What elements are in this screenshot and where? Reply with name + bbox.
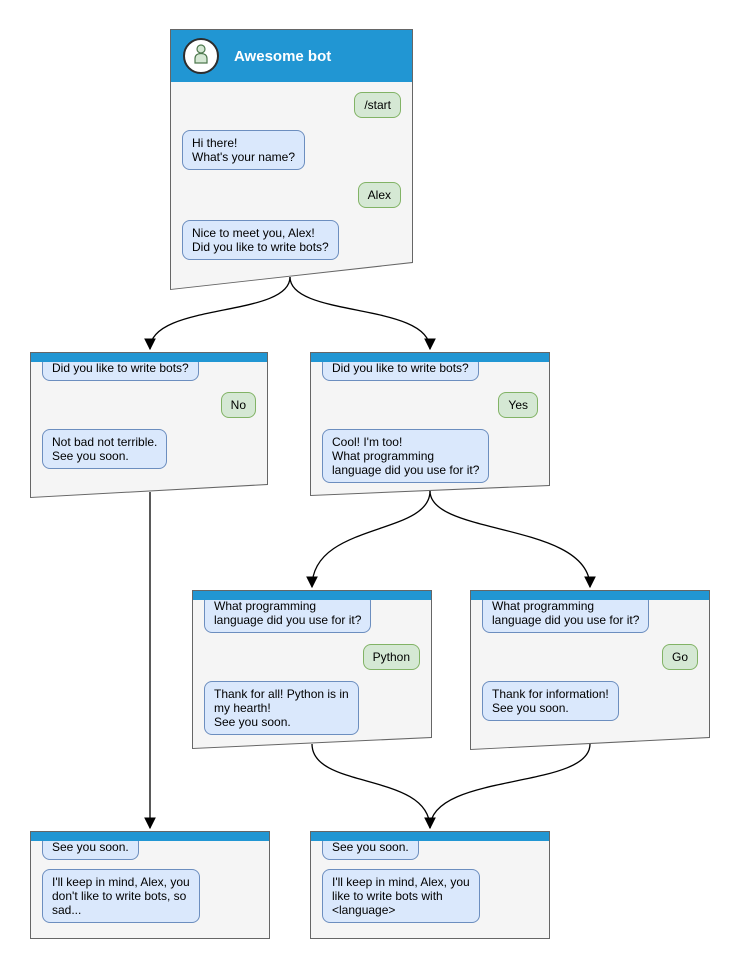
message-bubble-user: Python: [362, 644, 420, 670]
edge-go-to-end: [429, 743, 591, 829]
chat-window-branch-python: What programming language did you use fo…: [192, 590, 432, 749]
message-bubble-user: /start: [354, 92, 401, 118]
person-icon: [189, 42, 213, 71]
message-bubble-user: Go: [661, 644, 698, 670]
chat-window-main: Awesome bot /start Hi there! What's your…: [170, 29, 413, 290]
message-bubble-bot: Cool! I'm too! What programming language…: [322, 429, 490, 483]
edge-main-to-no: [144, 276, 291, 351]
message-bubble-bot: Thank for all! Python is in my hearth! S…: [204, 681, 359, 735]
edge-yes-to-go: [429, 490, 596, 589]
message-bubble-bot: I'll keep in mind, Alex, you don't like …: [42, 869, 200, 923]
window-titlebar: [31, 832, 269, 841]
edge-python-to-end: [311, 743, 436, 830]
window-body: See you soon. I'll keep in mind, Alex, y…: [311, 832, 549, 938]
window-body: What programming language did you use fo…: [471, 591, 709, 749]
message-bubble-bot: Nice to meet you, Alex! Did you like to …: [182, 220, 339, 260]
window-titlebar: [311, 832, 549, 841]
window-body: Did you like to write bots? No Not bad n…: [31, 353, 267, 497]
message-bubble-bot: I'll keep in mind, Alex, you like to wri…: [322, 869, 480, 923]
chat-window-branch-no: Did you like to write bots? No Not bad n…: [30, 352, 268, 498]
window-titlebar: [31, 353, 267, 362]
message-bubble-bot: See you soon.: [42, 834, 139, 860]
message-bubble-user: No: [220, 392, 256, 418]
edge-yes-to-python: [306, 490, 431, 589]
window-title: Awesome bot: [234, 47, 332, 65]
message-bubble-user: Yes: [498, 392, 538, 418]
message-bubble-user: Alex: [357, 182, 401, 208]
chat-window-end-language: See you soon. I'll keep in mind, Alex, y…: [310, 831, 550, 939]
edge-main-to-yes: [289, 276, 436, 351]
message-bubble-bot: Not bad not terrible. See you soon.: [42, 429, 168, 469]
window-body: Did you like to write bots? Yes Cool! I'…: [311, 353, 549, 495]
window-titlebar: [311, 353, 549, 362]
message-bubble-bot: Thank for information! See you soon.: [482, 681, 619, 721]
chat-window-branch-go: What programming language did you use fo…: [470, 590, 710, 750]
chat-window-branch-yes: Did you like to write bots? Yes Cool! I'…: [310, 352, 550, 496]
message-bubble-bot: Hi there! What's your name?: [182, 130, 306, 170]
window-titlebar: [471, 591, 709, 600]
avatar: [183, 38, 219, 74]
window-titlebar: [193, 591, 431, 600]
window-body: What programming language did you use fo…: [193, 591, 431, 748]
window-body: Awesome bot /start Hi there! What's your…: [171, 30, 412, 289]
window-titlebar: Awesome bot: [171, 30, 412, 82]
chat-window-end-no: See you soon. I'll keep in mind, Alex, y…: [30, 831, 270, 939]
window-body: See you soon. I'll keep in mind, Alex, y…: [31, 832, 269, 938]
